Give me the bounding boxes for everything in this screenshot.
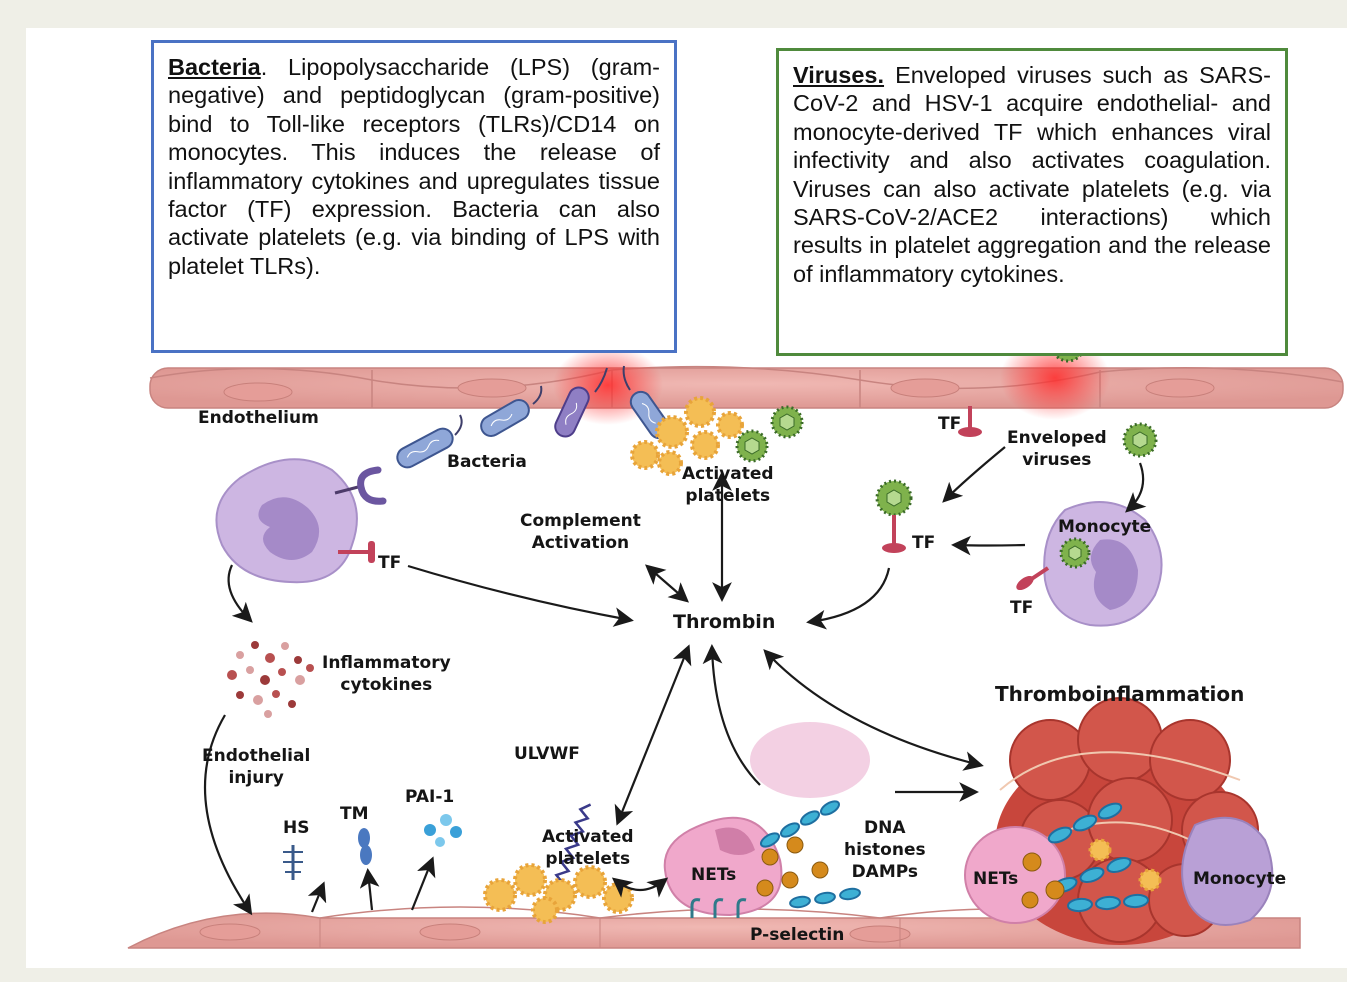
- bacteria-text: . Lipopolysaccharide (LPS) (gram-negativ…: [168, 54, 660, 279]
- label-nets-clot: NETs: [973, 869, 1019, 889]
- label-dna-line1: DNA: [864, 818, 906, 838]
- label-endothelial-line1: Endothelial: [202, 746, 311, 766]
- viruses-text: Enveloped viruses such as SARS-CoV-2 and…: [793, 62, 1271, 287]
- cytokine-dots: [227, 641, 314, 718]
- p-selectin-receptors: [690, 898, 747, 918]
- label-hs: HS: [283, 818, 310, 838]
- viruses-info-box: Viruses. Enveloped viruses such as SARS-…: [776, 48, 1288, 356]
- label-endothelium: Endothelium: [198, 408, 319, 428]
- label-p-selectin: P-selectin: [750, 925, 845, 945]
- label-activated-platelets-bottom-line2: platelets: [545, 849, 631, 869]
- label-monocyte-right: Monocyte: [1058, 517, 1152, 537]
- label-ulvwf: ULVWF: [514, 744, 580, 764]
- label-nets: NETs: [691, 865, 737, 885]
- label-pai1: PAI-1: [405, 787, 455, 807]
- label-monocyte-clot: Monocyte: [1193, 869, 1287, 889]
- tf-receptors: [882, 406, 982, 553]
- activated-platelets-top: [630, 396, 744, 476]
- label-activated-platelets-bottom-line1: Activated: [542, 827, 634, 847]
- thromboinflammation-clot: [964, 697, 1274, 945]
- label-enveloped-line2: viruses: [1022, 450, 1092, 470]
- bacteria-group: [396, 365, 671, 469]
- monocyte-right: [1016, 501, 1163, 627]
- label-inflammatory-line2: cytokines: [340, 675, 433, 695]
- label-complement-line2: Activation: [531, 533, 630, 553]
- label-inflammatory-line1: Inflammatory: [322, 653, 451, 673]
- label-thromboinflammation: Thromboinflammation: [995, 682, 1245, 706]
- label-tf-top: TF: [938, 414, 962, 434]
- label-tm: TM: [340, 804, 369, 824]
- label-complement-line1: Complement: [520, 511, 641, 531]
- viruses-heading: Viruses.: [793, 62, 885, 88]
- label-enveloped-line1: Enveloped: [1007, 428, 1107, 448]
- bacteria-heading: Bacteria: [168, 54, 261, 80]
- label-activated-platelets-top-line1: Activated: [682, 464, 774, 484]
- label-tf-monocyte-left: TF: [378, 553, 402, 573]
- label-dna-line3: DAMPs: [851, 862, 919, 882]
- bacteria-info-box: Bacteria. Lipopolysaccharide (LPS) (gram…: [151, 40, 677, 353]
- label-dna-line2: histones: [844, 840, 926, 860]
- label-activated-platelets-top-line2: platelets: [685, 486, 771, 506]
- label-bacteria: Bacteria: [447, 452, 527, 472]
- nets-neutrophil: [663, 722, 870, 917]
- arrows: [203, 446, 1147, 916]
- label-endothelial-line2: injury: [228, 768, 284, 788]
- label-tf-virus: TF: [912, 533, 936, 553]
- label-tf-monocyte-right: TF: [1010, 598, 1034, 618]
- label-thrombin: Thrombin: [673, 611, 776, 633]
- hs-tm-pai1: [283, 814, 462, 880]
- monocyte-left: [215, 458, 387, 584]
